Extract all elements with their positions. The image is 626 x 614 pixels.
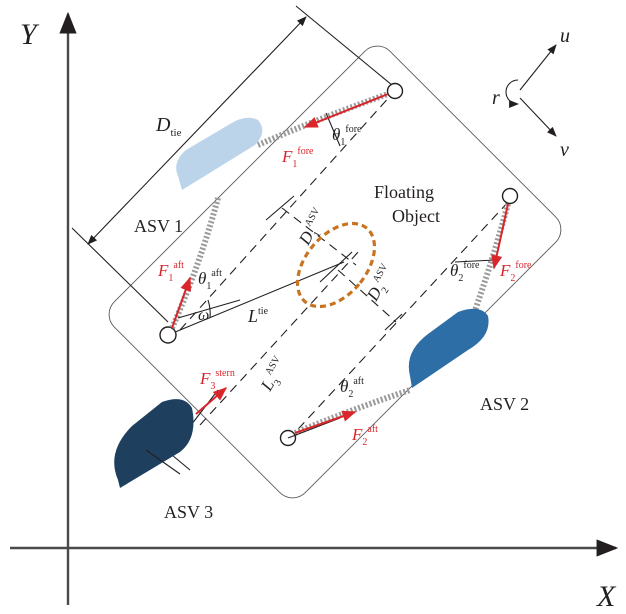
asv1-label: ASV 1 [134,216,183,236]
force-f2-fore [491,203,509,270]
centerline-asv2 [287,199,511,441]
force-f1-fore [303,93,389,128]
force-f3-stern [195,387,228,415]
v-label: v [560,139,569,161]
u-axis-arrow [519,44,557,91]
d-tie-label: Dtie [155,114,182,139]
f1-aft-label: F1aft [157,260,184,284]
tie-point-asv1 [159,326,177,344]
centerline-main [199,249,361,426]
f3-stern-label: F3stern [199,368,235,392]
asv3-stern-mark [145,449,181,475]
y-axis-label: Y [20,18,40,51]
theta2-fore-ref [454,259,496,263]
floating-object [295,221,377,309]
v-axis-arrow [519,97,557,137]
offset-d1-2 [265,195,295,221]
offset-d2 [337,269,397,323]
omega-label: ω [198,307,209,324]
u-label: u [560,25,570,47]
d-tie-dimension [87,16,307,245]
d-tie-ext-2 [295,5,399,91]
l3-asv-label: L3ASV [256,353,295,396]
force-f2-aft [294,410,357,434]
tie-point-fore2 [501,187,519,205]
theta1-aft-ref [177,299,241,319]
d-tie-ext-1 [71,227,169,323]
asv3-label: ASV 3 [164,502,213,522]
tie-point-fore1 [386,82,404,100]
asv2-label: ASV 2 [480,394,529,414]
theta1-aft-label: θ1aft [198,268,222,292]
object-axis [319,251,353,283]
theta2-aft-label: θ2aft [340,376,364,400]
r-rotation-arc [505,79,519,108]
d2-asv-label: D2ASV [362,261,402,307]
force-f1-aft [171,276,192,329]
x-axis-label: X [596,580,617,613]
offset-d2-tick [384,313,403,331]
r-label: r [492,87,500,109]
object-label-line2: Object [392,206,440,226]
f1-fore-label: F1fore [281,146,314,170]
offset-d1-1 [281,207,357,266]
asv3-hull [114,399,194,488]
l-tie-line [167,261,345,336]
asv2-hull [408,308,489,388]
asv1-hull [176,117,263,190]
theta1-fore-label: θ1fore [332,124,362,148]
object-label-line1: Floating [374,182,434,202]
rope-asv1-fore [256,91,389,148]
f2-fore-label: F2fore [499,260,532,284]
l-tie-label: Ltie [247,306,269,326]
centerline-asv1 [179,93,393,331]
rope-asv1-aft [169,197,221,330]
theta2-fore-label: θ2fore [450,260,480,284]
f2-aft-label: F2aft [351,424,378,448]
